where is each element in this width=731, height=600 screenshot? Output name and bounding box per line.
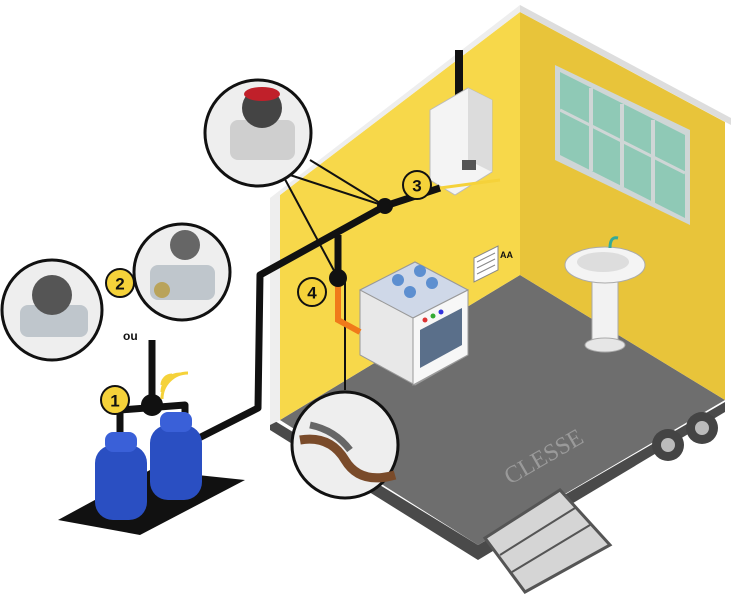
gas-bottle-left [95, 432, 147, 520]
badge-1: 1 [100, 385, 130, 415]
boiler [429, 50, 493, 196]
trailer-wheels [652, 412, 718, 461]
air-vent: AA [473, 245, 513, 283]
wireless-signal-icon [160, 371, 189, 400]
svg-text:1: 1 [110, 392, 119, 411]
right-wall-edge [520, 5, 731, 125]
badge-4: 4 [297, 277, 327, 307]
svg-text:2: 2 [115, 275, 124, 294]
badge-3: 3 [402, 170, 432, 200]
regulator-callout-2a [0, 258, 104, 362]
svg-text:3: 3 [412, 177, 421, 196]
regulator-callout [203, 78, 313, 188]
sink [564, 236, 646, 353]
flexible-hose [335, 285, 362, 335]
window [555, 65, 690, 225]
badge-2: 2 [105, 268, 135, 298]
svg-text:4: 4 [307, 284, 317, 303]
gas-bottle-right [150, 412, 202, 500]
stove [358, 261, 470, 386]
hose-callout [290, 390, 400, 500]
stairs [482, 488, 613, 594]
regulator-callout-2b [132, 222, 232, 322]
or-label: ou [123, 329, 138, 343]
air-vent-label: AA [500, 250, 513, 260]
